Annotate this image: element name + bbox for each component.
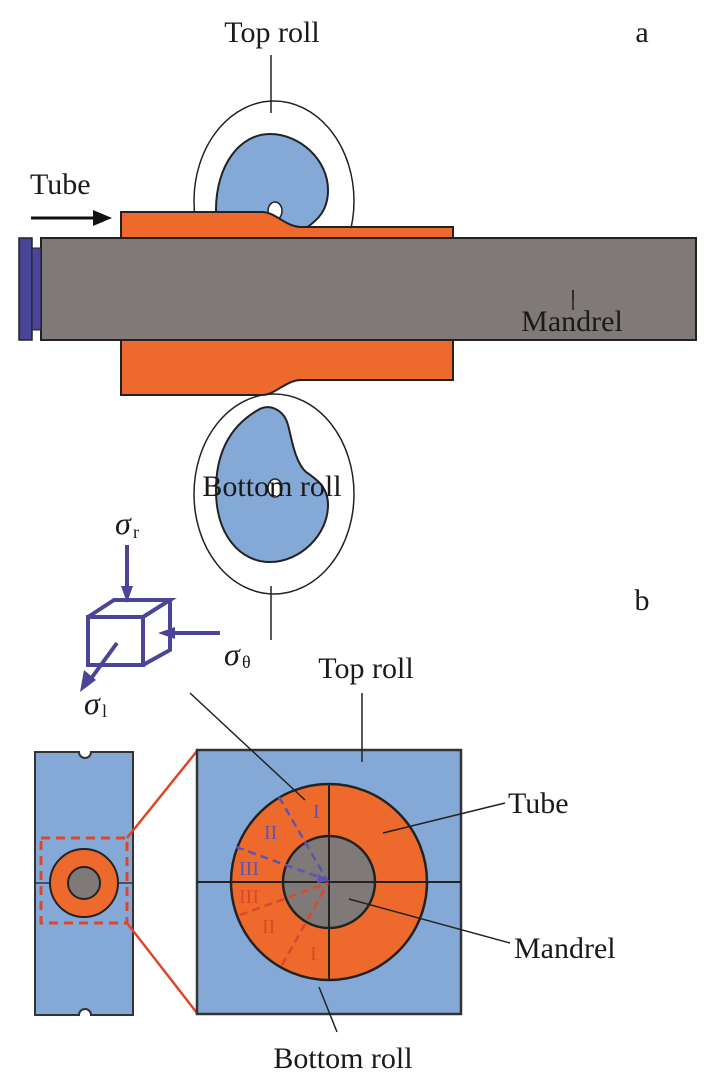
zoom-selection-box <box>39 836 129 925</box>
sigma-theta-arrow-head <box>158 627 175 639</box>
label-top-roll-b: Top roll <box>318 652 413 685</box>
panel-label-b: b <box>635 584 650 617</box>
panel-label-a: a <box>635 16 648 49</box>
bottom-roll-leader-b <box>318 986 338 1033</box>
sigma-r-arrow-head <box>121 586 133 603</box>
zone-lower-II: II <box>262 916 275 938</box>
label-bottom-roll-panel-a: Bottom roll <box>202 470 341 503</box>
sigma-l-arrow-head <box>80 670 96 692</box>
label-tube-b: Tube <box>508 787 569 820</box>
bottom-roll-axle <box>267 478 283 498</box>
mandrel-leader-b <box>348 898 511 944</box>
zone-upper-I: I <box>313 801 320 823</box>
label-top-roll-a: Top roll <box>224 16 319 49</box>
label-tube-a: Tube <box>30 168 91 201</box>
panel-a: Top roll a Tube Mandrel Bottom roll Bott… <box>18 16 697 640</box>
zone-lower-I: I <box>310 943 317 965</box>
upper-zone-line-1 <box>277 796 329 881</box>
mandrel-end-neck <box>31 247 42 331</box>
mandrel-bar <box>40 237 697 341</box>
sigma-l-symbol: σ <box>84 685 101 721</box>
sigma-l-arrow-shaft <box>88 641 119 682</box>
sigma-r-symbol: σ <box>115 505 132 541</box>
zoom-connector-top <box>126 750 198 839</box>
stress-element-cube <box>86 598 177 667</box>
zone-lower-III: III <box>239 886 259 908</box>
tube-leader-b <box>382 802 506 834</box>
cube-top-face <box>86 598 177 619</box>
label-mandrel-a: Mandrel <box>521 305 623 338</box>
panel-b: σ r σ θ σ l b I II II <box>34 505 650 1075</box>
zone-upper-III: III <box>239 858 259 880</box>
overview-mandrel <box>67 866 101 900</box>
upper-zone-line-2 <box>235 845 328 882</box>
lower-zone-line-1 <box>239 881 329 917</box>
zoom-connector-bottom <box>126 922 198 1014</box>
zone-upper-II: II <box>264 822 277 844</box>
lower-zone-boundaries <box>239 881 330 966</box>
sigma-theta-symbol: σ <box>224 636 241 672</box>
sigma-theta-subscript: θ <box>242 652 251 672</box>
cube-leader <box>189 692 306 801</box>
feed-arrow-head <box>93 210 112 226</box>
cube-side-face <box>142 600 172 667</box>
upper-zone-arrowhead <box>317 874 330 883</box>
upper-zone-boundaries <box>235 796 329 882</box>
sigma-r-subscript: r <box>133 522 139 542</box>
label-mandrel-b: Mandrel <box>514 932 616 965</box>
label-bottom-roll-b: Bottom roll <box>273 1042 412 1075</box>
lower-zone-line-2 <box>280 882 330 966</box>
sigma-l-subscript: l <box>102 701 107 721</box>
